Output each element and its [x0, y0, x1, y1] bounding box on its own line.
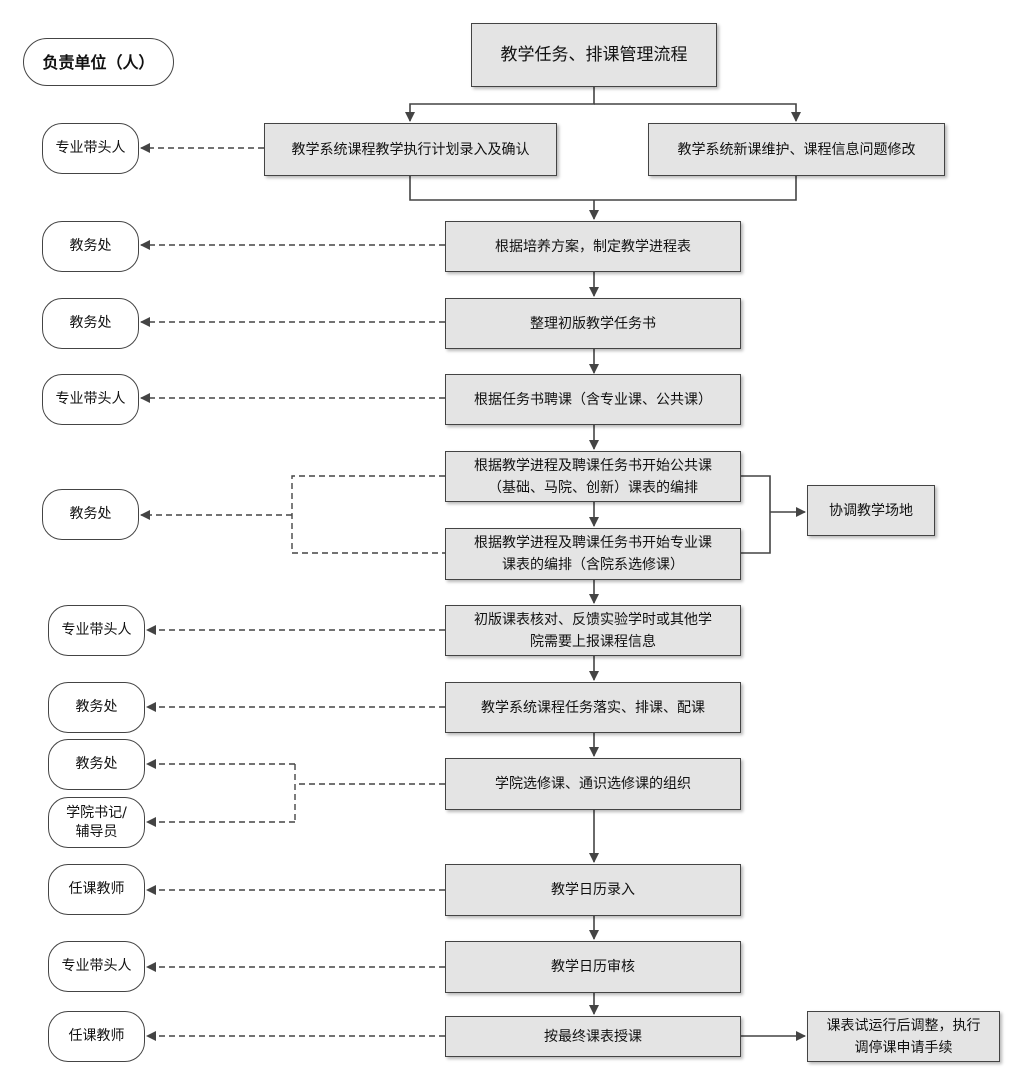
- step-public-course-schedule: 根据教学进程及聘课任务书开始公共课 （基础、马院、创新）课表的编排: [445, 451, 741, 502]
- step-adjust-after-trial: 课表试运行后调整，执行 调停课申请手续: [807, 1011, 1000, 1062]
- solid-flow-lines: [405, 87, 806, 1041]
- step-verify-schedule-line1: 初版课表核对、反馈实验学时或其他学: [474, 611, 712, 628]
- owner-college-secretary: 学院书记/ 辅导员: [48, 797, 145, 848]
- owner-major-leader-4: 专业带头人: [48, 941, 145, 992]
- dashed-owner-lines: [140, 143, 445, 1041]
- step-elective-organization: 学院选修课、通识选修课的组织: [445, 758, 741, 810]
- step-calendar-entry: 教学日历录入: [445, 864, 741, 916]
- step-verify-schedule-line2: 院需要上报课程信息: [530, 633, 656, 650]
- step-major-course-schedule: 根据教学进程及聘课任务书开始专业课 课表的编排（含院系选修课）: [445, 528, 741, 580]
- step-new-course-maintenance: 教学系统新课维护、课程信息问题修改: [648, 123, 945, 176]
- owner-teacher-1: 任课教师: [48, 864, 145, 915]
- step-progress-table: 根据培养方案，制定教学进程表: [445, 221, 741, 272]
- step-major-course-schedule-line1: 根据教学进程及聘课任务书开始专业课: [474, 535, 712, 551]
- step-adjust-after-trial-line1: 课表试运行后调整，执行: [826, 1017, 981, 1034]
- step-coordinate-venues: 协调教学场地: [807, 485, 935, 536]
- step-initial-task-book: 整理初版教学任务书: [445, 298, 741, 349]
- owner-academic-office-1: 教务处: [42, 221, 139, 272]
- step-plan-entry: 教学系统课程教学执行计划录入及确认: [264, 123, 557, 176]
- step-adjust-after-trial-line2: 调停课申请手续: [854, 1039, 953, 1056]
- owner-academic-office-3: 教务处: [42, 489, 139, 540]
- step-calendar-review: 教学日历审核: [445, 941, 741, 993]
- step-public-course-schedule-line2: （基础、马院、创新）课表的编排: [488, 479, 698, 496]
- step-hire-teachers: 根据任务书聘课（含专业课、公共课）: [445, 374, 741, 425]
- owner-academic-office-2: 教务处: [42, 298, 139, 349]
- owner-college-secretary-line2: 辅导员: [75, 823, 118, 840]
- owner-major-leader-2: 专业带头人: [42, 374, 139, 425]
- owner-academic-office-4: 教务处: [48, 682, 145, 733]
- owner-teacher-2: 任课教师: [48, 1011, 145, 1062]
- step-teach-by-final-schedule: 按最终课表授课: [445, 1016, 741, 1057]
- owner-major-leader-1: 专业带头人: [42, 123, 139, 174]
- legend-responsible-unit: 负责单位（人）: [23, 38, 174, 86]
- owner-college-secretary-line1: 学院书记/: [66, 804, 127, 821]
- step-major-course-schedule-line2: 课表的编排（含院系选修课）: [502, 557, 684, 573]
- step-public-course-schedule-line1: 根据教学进程及聘课任务书开始公共课: [474, 457, 712, 474]
- owner-academic-office-5: 教务处: [48, 739, 145, 790]
- owner-major-leader-3: 专业带头人: [48, 605, 145, 656]
- flow-title: 教学任务、排课管理流程: [471, 23, 717, 87]
- step-verify-schedule: 初版课表核对、反馈实验学时或其他学 院需要上报课程信息: [445, 605, 741, 656]
- step-system-arrangement: 教学系统课程任务落实、排课、配课: [445, 682, 741, 733]
